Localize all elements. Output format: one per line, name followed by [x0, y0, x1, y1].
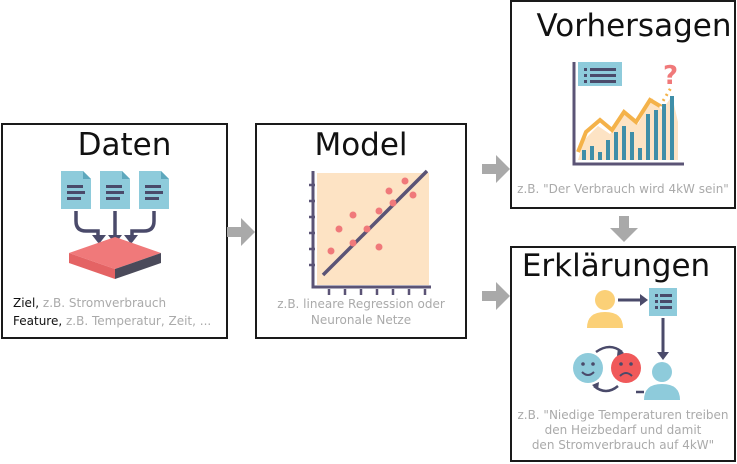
target-label: Ziel, — [13, 296, 40, 310]
document-icon — [61, 171, 91, 209]
target-example: z.B. Stromverbrauch — [42, 296, 167, 310]
flow-arrows — [74, 211, 156, 237]
question-mark-icon: ? — [663, 61, 678, 91]
smiley-icon — [573, 353, 603, 383]
data-sources-illustration — [61, 171, 169, 279]
arrow-right-icon — [482, 155, 510, 183]
erklaerungen-caption-1: z.B. "Niedige Temperaturen treiben — [517, 408, 729, 422]
vorhersagen-caption: z.B. "Der Verbrauch wird 4kW sein" — [517, 182, 729, 196]
model-caption-2: Neuronale Netze — [310, 313, 412, 327]
vorhersagen-title: Vorhersagen — [536, 8, 732, 44]
document-icon — [139, 171, 169, 209]
erklaerungen-title: Erklärungen — [521, 248, 711, 284]
feature-example: z.B. Temperatur, Zeit, ... — [66, 314, 212, 328]
document-icon — [100, 171, 130, 209]
scatter-regression-icon — [309, 169, 431, 295]
feature-label: Feature, — [13, 314, 63, 328]
model-box: Model z.B. lineare Regression oder Neuro… — [255, 123, 467, 339]
model-title: Model — [314, 127, 408, 163]
model-caption-1: z.B. lineare Regression oder — [277, 297, 445, 311]
vorhersagen-box: Vorhersagen ? — [510, 0, 736, 209]
arrow-right-icon — [482, 282, 510, 310]
explanation-illustration — [573, 288, 680, 400]
person-icon — [587, 290, 623, 328]
daten-box: Daten — [1, 123, 228, 339]
sad-face-icon — [611, 353, 641, 383]
target-line: Ziel, z.B. Stromverbrauch — [13, 295, 166, 312]
daten-title: Daten — [77, 127, 172, 163]
erklaerungen-caption-3: den Stromverbrauch auf 4kW" — [531, 438, 715, 452]
feature-line: Feature, z.B. Temperatur, Zeit, ... — [13, 313, 211, 330]
person-icon — [644, 362, 680, 400]
erklaerungen-box: Erklärungen — [510, 246, 736, 462]
arrow-down-icon — [610, 216, 638, 242]
erklaerungen-caption-2: den Heizbedarf und damit — [544, 423, 702, 437]
report-icon — [649, 288, 677, 316]
database-platform-icon — [69, 237, 161, 279]
bar-line-chart-icon: ? — [572, 61, 684, 166]
arrow-right-icon — [227, 218, 255, 246]
